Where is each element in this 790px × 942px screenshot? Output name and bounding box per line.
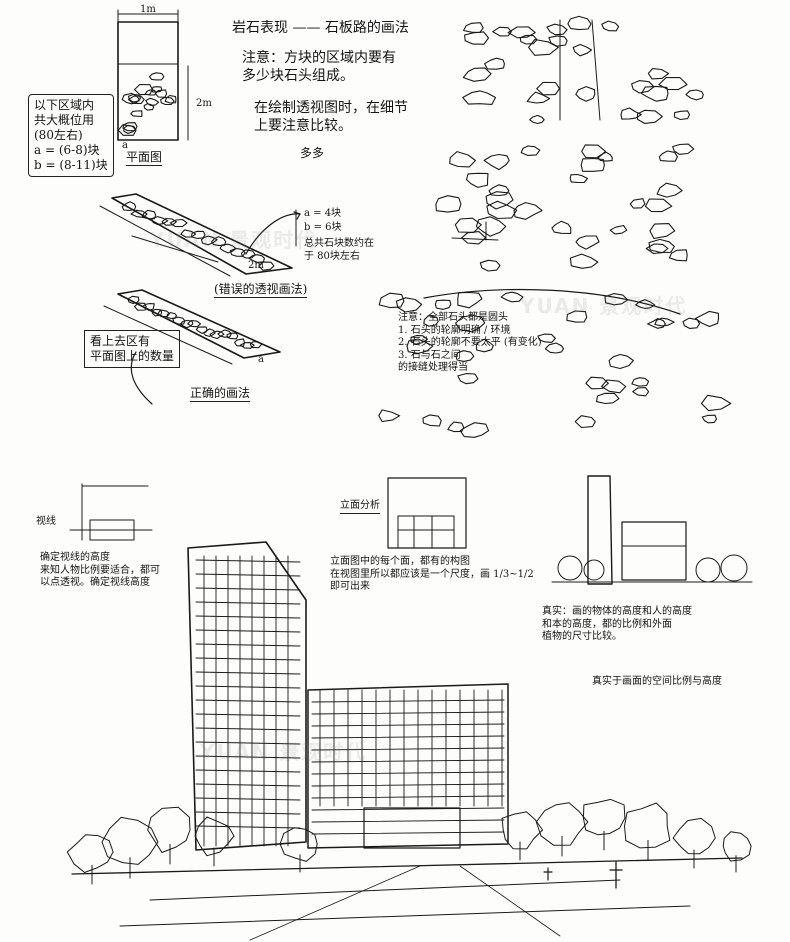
realism-note: 真实：画的物体的高度和人的高度 和本的高度，都的比例和外面 植物的尺寸比较。	[542, 606, 692, 642]
wrong-perspective-sketch	[99, 193, 301, 277]
viewpoint-label: 视线	[36, 516, 56, 527]
viewpoint-note: 确定视线的高度 来知人物比例要适合，都可 以点透视。确定视线高度	[40, 552, 160, 588]
stone-path-sketch-3	[378, 288, 732, 438]
ratio-note-b: b = 6块	[304, 222, 342, 233]
watermark-3: YUAN 景观时代	[200, 740, 368, 764]
realism-note-2: 真实于画面的空间比例与高度	[592, 676, 722, 687]
elevation-note: 立面图中的每个面，都有的构图 在视图里所以都应该是一个尺度，画 1/3~1/2 …	[330, 556, 534, 592]
thumbnail-building-trees	[551, 475, 753, 585]
stone-path-sketch-1	[462, 15, 704, 125]
correct-caption: 正确的画法	[190, 386, 251, 402]
thumbnail-viewpoint	[69, 483, 153, 541]
watermark-2: YUAN 景观时代	[520, 294, 688, 318]
plan-label: 平面图	[126, 150, 163, 166]
main-building-sketch	[66, 541, 752, 941]
thumbnail-elevation	[387, 477, 467, 549]
side-note-box: 以下区域内 共大概位用 (80左右) a = (6-8)块 b = (8-11)…	[28, 94, 114, 177]
stone-notes: 注意：全部石头都是圆头 1. 石头的轮廓明确 / 环境 2. 石头的轮廓不要太平…	[398, 312, 542, 373]
watermark-1: YUAN 景观时代	[150, 228, 318, 252]
rock-note-main-2: 在绘制透视图时，在细节 上要注意比较。	[254, 100, 408, 134]
elevation-label: 立面分析	[340, 500, 380, 514]
height-label: 2m	[196, 98, 212, 109]
width-label: 1m	[140, 4, 156, 15]
rock-note-short: 多多	[300, 146, 325, 160]
correct-note-box: 看上去区有 平面图上的数量	[84, 330, 181, 368]
dim-a-label: a	[122, 140, 128, 151]
dim-a2-label: a	[258, 354, 264, 365]
count-note: 总共石块数约在 于 80块左右	[304, 238, 374, 262]
rock-section-title: 岩石表现 —— 石板路的画法	[232, 20, 409, 36]
stone-plan-sketch	[117, 9, 189, 141]
dim-2m-label: 2m	[248, 260, 264, 271]
ratio-note-a: a = 4块	[304, 208, 342, 219]
perspective-caption: (错误的透视画法)	[214, 282, 308, 298]
rock-note-main: 注意：方块的区域内要有 多少块石头组成。	[242, 50, 396, 84]
stone-path-sketch-2	[435, 143, 695, 272]
correct-perspective-sketch	[103, 289, 281, 405]
